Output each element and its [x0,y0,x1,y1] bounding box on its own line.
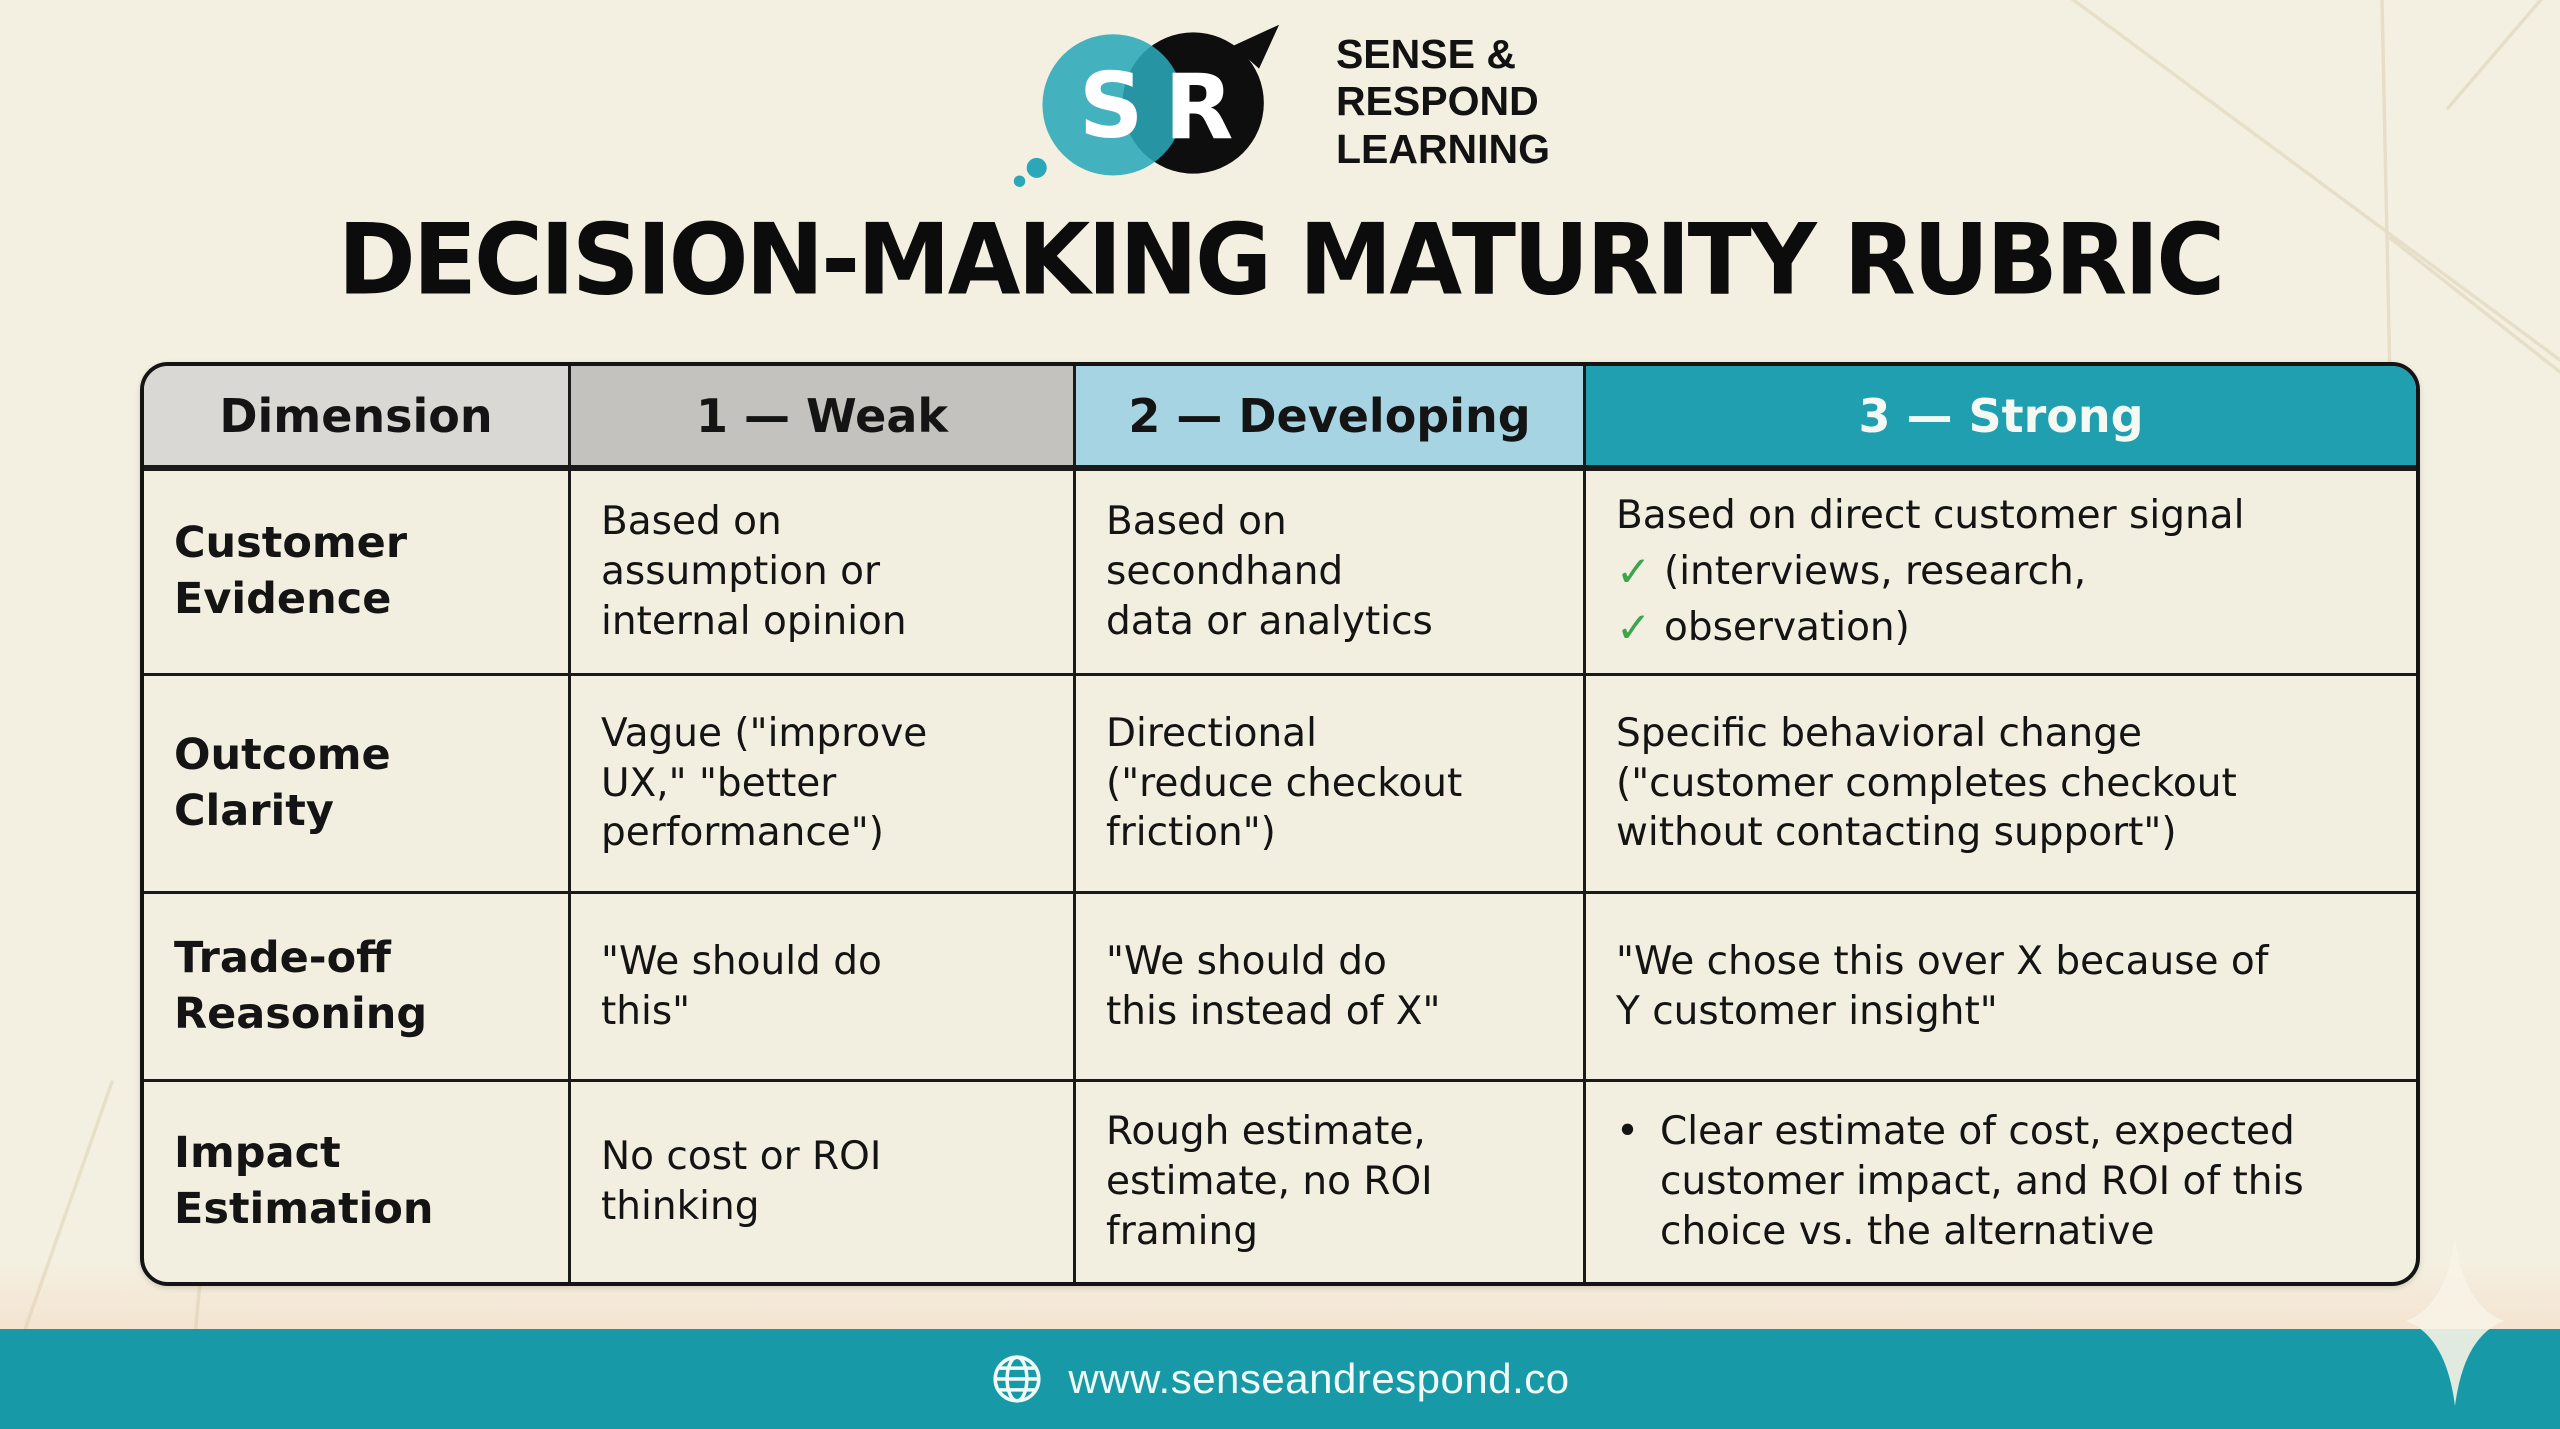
cell-customer-evidence-strong: Based on direct customer signal ✓ (inter… [1586,471,2416,676]
check-icon: ✓ [1616,546,1652,596]
header-dimension: Dimension [144,366,571,471]
logo-letter-s: S [1079,54,1144,158]
cell-customer-evidence-dimension: Customer Evidence [144,471,571,676]
cell-impact-estimation-dimension: Impact Estimation [144,1082,571,1282]
bullet-item-label: Clear estimate of cost, expected custome… [1660,1109,2304,1254]
check-icon: ✓ [1616,602,1652,652]
cell-impact-estimation-developing: Rough estimate, estimate, no ROI framing [1076,1082,1586,1282]
cell-tradeoff-reasoning-weak: "We should do this" [571,894,1076,1082]
logo-letter-r: R [1164,56,1233,160]
logo-wordmark: SENSE & RESPOND LEARNING [1336,31,1550,174]
cell-tradeoff-reasoning-dimension: Trade-off Reasoning [144,894,571,1082]
cell-outcome-clarity-strong: Specific behavioral change ("customer co… [1586,676,2416,894]
cell-tradeoff-reasoning-developing: "We should do this instead of X" [1076,894,1586,1082]
header-strong: 3 — Strong [1586,366,2416,471]
check-list-item: ✓ (interviews, research, [1616,547,2398,597]
page-title: DECISION-MAKING MATURITY RUBRIC [337,203,2226,318]
logo-word-line: LEARNING [1335,125,1551,172]
cell-outcome-clarity-dimension: Outcome Clarity [144,676,571,894]
bullet-list-item: • Clear estimate of cost, expected custo… [1616,1107,2398,1257]
check-list-item: ✓ observation) [1616,603,2398,653]
cell-customer-evidence-developing: Based on secondhand data or analytics [1076,471,1586,676]
rubric-table: Dimension 1 — Weak 2 — Developing 3 — St… [140,362,2420,1286]
cell-outcome-clarity-weak: Vague ("improve UX," "better performance… [571,676,1076,894]
cell-tradeoff-reasoning-strong: "We chose this over X because of Y custo… [1586,894,2416,1082]
cell-impact-estimation-strong: • Clear estimate of cost, expected custo… [1586,1082,2416,1282]
strong-intro-line: Based on direct customer signal [1616,492,2245,538]
check-item-label: (interviews, research, [1664,548,2087,594]
footer-url: www.senseandrespond.co [1068,1355,1570,1402]
header-weak: 1 — Weak [571,366,1076,471]
cell-outcome-clarity-developing: Directional ("reduce checkout friction") [1076,676,1586,894]
globe-icon [993,1355,1041,1403]
header-developing: 2 — Developing [1076,366,1586,471]
footer-bar: www.senseandrespond.co [0,1329,2560,1429]
logo-word-line: SENSE & [1335,30,1516,77]
cell-customer-evidence-weak: Based on assumption or internal opinion [571,471,1076,676]
cell-impact-estimation-weak: No cost or ROI thinking [571,1082,1076,1282]
bullet-icon: • [1616,1109,1640,1155]
check-item-label: observation) [1664,604,1910,650]
brand-logo: S R SENSE & RESPOND LEARNING [0,16,2560,188]
sr-logo-mark-icon: S R [1013,24,1280,187]
logo-word-line: RESPOND [1335,78,1539,125]
